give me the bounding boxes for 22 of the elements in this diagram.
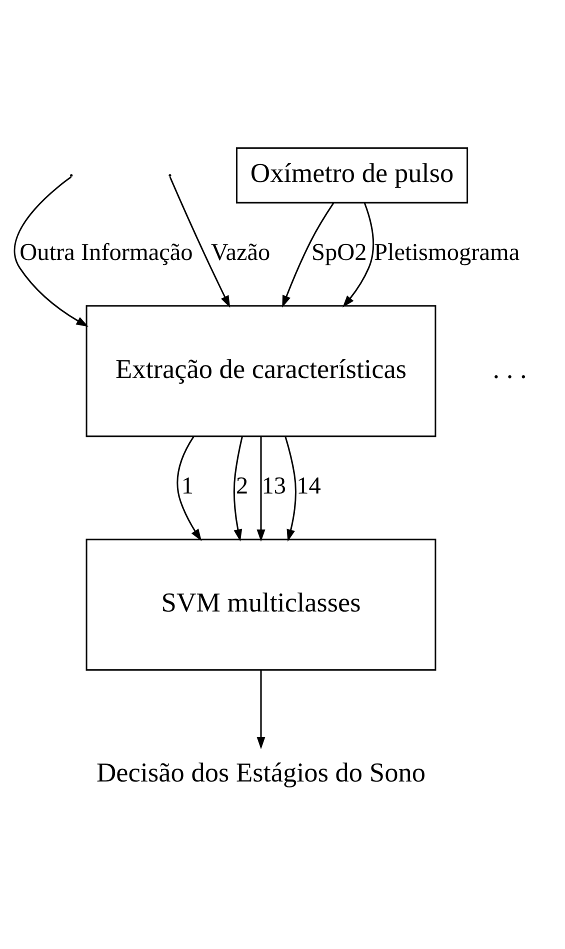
arrow (256, 436, 266, 542)
arrow (169, 176, 230, 308)
arrow (233, 436, 243, 541)
edge-label: Outra Informação (20, 238, 193, 266)
edge-label: SpO2 (311, 238, 367, 266)
edge-label: 2 (236, 472, 248, 500)
label: . . . (492, 353, 527, 384)
edge-label: 13 (262, 472, 286, 500)
arrow (256, 670, 266, 749)
edge-label: 14 (296, 472, 321, 500)
arrow (176, 436, 202, 541)
edge-label: Pletismograma (374, 238, 520, 266)
node-box: SVM multiclasses (86, 538, 436, 670)
arrow (284, 436, 296, 542)
arrow (342, 202, 374, 308)
node-box: Oxímetro de pulso (236, 146, 468, 203)
edge-label: Vazão (210, 238, 270, 266)
node-box: Extração de características (86, 304, 436, 437)
arrow (282, 202, 334, 308)
edge-label: 1 (181, 472, 194, 500)
node-text: Decisão dos Estágios do Sono (96, 756, 426, 787)
arrow (14, 176, 88, 326)
